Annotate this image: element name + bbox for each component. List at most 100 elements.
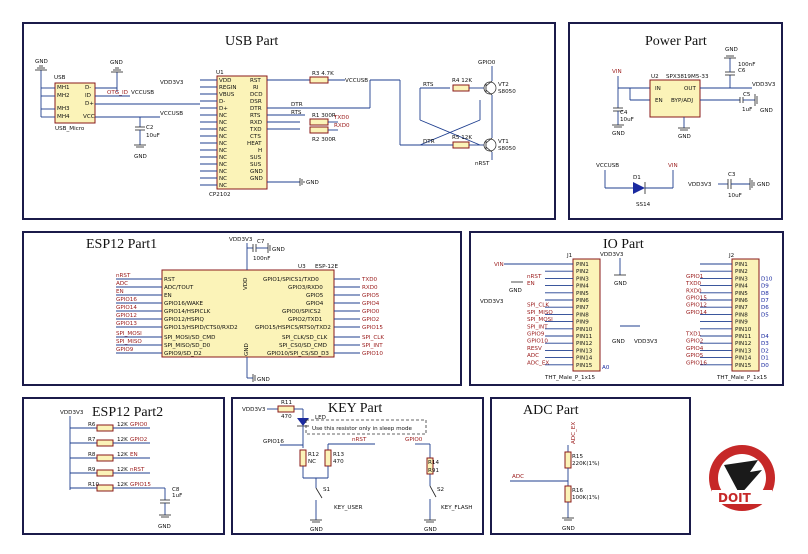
- svg-text:10uF: 10uF: [728, 193, 742, 199]
- header-j1-pins: PIN1PIN2PIN3nRSTPIN4ENPIN5PIN6PIN7SPI_CL…: [527, 262, 593, 369]
- pin-label: PIN11: [576, 334, 593, 340]
- net-label: TXD0: [685, 281, 702, 287]
- svg-text:220K(1%): 220K(1%): [572, 461, 600, 467]
- svg-text:MH3: MH3: [57, 106, 70, 112]
- capacitor-c2: C2 10uF GND: [134, 117, 160, 160]
- svg-text:nRST: nRST: [352, 437, 367, 443]
- resistor: [96, 439, 114, 447]
- svg-text:S8050: S8050: [498, 89, 516, 95]
- header-j1: J1 THT_Male_P_1x15 A0: [544, 253, 610, 381]
- svg-text:KEY_USER: KEY_USER: [334, 505, 363, 511]
- d-label: D3: [761, 341, 769, 347]
- net-label: GPIO15: [686, 296, 707, 302]
- svg-text:Use this resistor only in slee: Use this resistor only in sleep mode: [312, 426, 412, 432]
- svg-text:GND: GND: [760, 108, 773, 114]
- switch-s2: S2 KEY_FLASH GND: [424, 485, 472, 533]
- svg-text:ID: ID: [85, 93, 91, 99]
- svg-text:RST: RST: [164, 277, 175, 283]
- pin-label: PIN14: [576, 356, 593, 362]
- svg-text:R13: R13: [333, 452, 344, 458]
- svg-text:NC: NC: [219, 134, 227, 140]
- adc-part-title: ADC Part: [523, 403, 579, 418]
- svg-text:SPI_CLK/SD_CLK: SPI_CLK/SD_CLK: [282, 335, 328, 341]
- svg-text:R2 300R: R2 300R: [312, 137, 336, 143]
- svg-text:DCD: DCD: [250, 92, 263, 98]
- svg-text:GPIO14: GPIO14: [116, 305, 137, 311]
- svg-text:100nF: 100nF: [738, 62, 755, 68]
- io-part-section: IO Part VIN GND VDD3V3 J1 THT_Male_P_1x1…: [469, 231, 784, 386]
- pin-label: PIN13: [735, 348, 752, 354]
- svg-text:GPIO0/SPICS2: GPIO0/SPICS2: [282, 309, 321, 315]
- resistor-value: 12K: [117, 482, 128, 488]
- net-label-vdd3v3: VDD3V3: [160, 80, 184, 86]
- svg-text:R11: R11: [281, 400, 292, 406]
- gnd-symbol: GND: [35, 59, 48, 84]
- pin-label: PIN1: [735, 262, 748, 268]
- net-label: GPIO12: [686, 303, 707, 309]
- svg-text:SPI_CS0/SD_CMD: SPI_CS0/SD_CMD: [279, 343, 327, 349]
- svg-text:U2: U2: [651, 74, 659, 80]
- svg-text:S1: S1: [323, 487, 331, 493]
- svg-text:D-: D-: [85, 85, 91, 91]
- svg-text:USB: USB: [54, 75, 66, 81]
- svg-text:SUS: SUS: [250, 162, 262, 168]
- net-label-vccusb: VCCUSB: [160, 111, 183, 117]
- svg-text:DSR: DSR: [250, 99, 262, 105]
- svg-text:D1: D1: [633, 175, 641, 181]
- svg-text:NC: NC: [219, 127, 227, 133]
- svg-text:VDD3V3: VDD3V3: [480, 299, 504, 305]
- pin-label: PIN2: [735, 269, 748, 275]
- svg-text:NC: NC: [219, 169, 227, 175]
- svg-text:GND: GND: [134, 154, 147, 160]
- svg-text:NC: NC: [219, 183, 227, 189]
- resistor-ref: R9: [88, 467, 96, 473]
- svg-text:EN: EN: [164, 293, 172, 299]
- net-label: SPI_INT: [527, 324, 548, 330]
- svg-text:USB_Micro: USB_Micro: [55, 126, 85, 132]
- d-label: D5: [761, 312, 769, 318]
- svg-text:J2: J2: [728, 253, 734, 259]
- usb-part-title: USB Part: [225, 34, 278, 49]
- svg-text:100K(1%): 100K(1%): [572, 495, 600, 501]
- net-label: RESV: [527, 346, 542, 352]
- power-part-section: Power Part VIN C4 10uF GND U2 SPX3819M5-…: [568, 22, 783, 220]
- svg-text:ADC: ADC: [116, 281, 128, 287]
- svg-text:1uF: 1uF: [742, 107, 752, 113]
- net-label: GPIO16: [686, 360, 707, 366]
- svg-text:GND: GND: [678, 134, 691, 140]
- svg-text:C6: C6: [738, 68, 746, 74]
- key-part-section: KEY Part VDD3V3 R11 470 LED Use this res…: [231, 397, 484, 535]
- resistor-value: 12K: [117, 467, 128, 473]
- svg-text:DTR: DTR: [291, 102, 303, 108]
- header-j2: J2 THT_Male_P_1x15: [716, 253, 767, 381]
- pin-label: PIN9: [735, 320, 748, 326]
- net-label: GPIO10: [527, 339, 548, 345]
- svg-text:10uF: 10uF: [620, 117, 634, 123]
- svg-text:VIN: VIN: [668, 163, 678, 169]
- net-label: SPI_MISO: [527, 310, 553, 316]
- svg-text:R16: R16: [572, 488, 583, 494]
- net-label: TXD1: [685, 332, 702, 338]
- svg-text:GPIO16/WAKE: GPIO16/WAKE: [164, 301, 203, 307]
- auto-reset-circuit: RTS DTR R4 12K R5 12K VT2 S8050 GPIO0 VT…: [305, 60, 516, 167]
- svg-text:SPI_MOSI: SPI_MOSI: [116, 331, 142, 337]
- svg-text:VDD3V3: VDD3V3: [752, 82, 776, 88]
- svg-text:EN: EN: [116, 289, 124, 295]
- svg-text:THT_Male_P_1x15: THT_Male_P_1x15: [544, 375, 595, 381]
- pin-label: PIN2: [576, 269, 589, 275]
- svg-text:GND: GND: [725, 47, 738, 53]
- svg-text:NC: NC: [219, 141, 227, 147]
- usb-part-section: USB Part GND GND USB MH1 MH2 MH3 MH4 D- …: [22, 22, 556, 220]
- svg-text:100nF: 100nF: [253, 256, 270, 262]
- svg-text:RXD: RXD: [250, 120, 262, 126]
- svg-text:GND: GND: [612, 339, 625, 345]
- net-label-otg: OTG_ID: [107, 90, 128, 96]
- pin-label: PIN6: [735, 298, 748, 304]
- svg-text:R15: R15: [572, 454, 583, 460]
- svg-text:470: 470: [333, 459, 344, 465]
- svg-text:1uF: 1uF: [172, 493, 182, 499]
- resistor-value: 12K: [117, 437, 128, 443]
- capacitor-c4: C4 10uF GND: [612, 107, 634, 137]
